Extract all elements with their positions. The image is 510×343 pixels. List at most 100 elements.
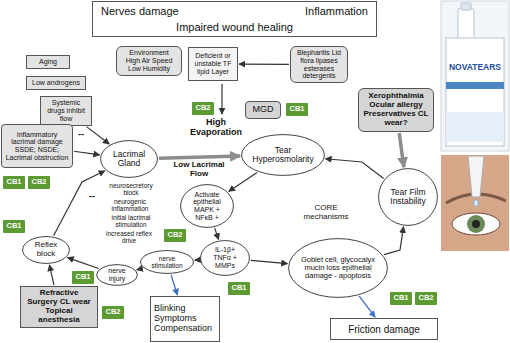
text-wrap: Inflammatory lacrimal damage SSDE; NSDE;… [5,131,69,162]
text-wrap: CB2 [192,104,214,112]
cb-tag: CB2 [28,176,50,189]
node-text: CB2 [164,231,186,239]
node-text: Reflex block [28,241,64,259]
text-wrap: Xerophthalmia Ocular allergy Preservativ… [362,92,430,127]
text-wrap: Reflex block [28,241,64,259]
connector-arrow [195,259,199,261]
connector-arrow [54,171,105,236]
process-box: Low androgens [26,76,86,90]
process-box: Xerophthalmia Ocular allergy Preservativ… [358,88,434,132]
text-wrap: Activate epithelial MAPK + NFκB + [186,191,227,222]
ellipse-node: Reflex block [22,236,70,264]
ellipse-outline [379,169,438,226]
text-wrap: CB2 [28,178,50,186]
node-text: CB1 [3,178,25,186]
text-wrap: Blepharitis Lid flora lipases esterases … [294,49,344,80]
ellipse-outline [289,239,388,298]
node-text: MGD [249,105,277,115]
annotation-text: High Evaporation [186,118,246,138]
annotation-text: neurogenic inflammation [100,198,160,212]
ellipse-outline [181,185,234,228]
connector-arrow [74,151,100,155]
dropper [468,156,484,197]
node-text: CB2 [102,308,124,316]
node-text: Deficient or unstable TF lipid Layer [192,52,234,75]
process-box: EnvironmentHigh Air Speed Low Humidity [116,46,182,76]
node-text: nerve injury [101,267,133,282]
connector-arrow [215,228,219,239]
text-wrap: CB1 [3,222,25,230]
text-wrap: Goblet cell, glycocalyx mucin loss epith… [300,256,376,281]
cb-tag: CB1 [286,103,308,116]
ellipse-outline [23,237,70,264]
node-text: CB1 [390,294,412,302]
cb-tag: CB2 [164,229,186,242]
bottle-cap [461,3,471,10]
ellipse-node: Tear Hyperosmolarity [241,134,325,176]
connector-arrow [159,156,240,158]
skin [441,155,509,251]
node-text: Friction damage [334,324,434,335]
node-text: CB1 [72,273,94,281]
text-wrap: CB2 [164,231,186,239]
eye-drop-photo [441,155,509,251]
node-text: Nerves damage [101,5,235,17]
text-wrap: IL-1β+ TNFα + MMPs [206,246,244,269]
text-wrap: Refractive Surgery CL wear Topical anest… [24,289,94,324]
cb-tag: CB1 [72,271,94,284]
annotation-text: -- [86,192,98,202]
ellipse-outline [97,265,138,286]
connectors [49,64,404,317]
ellipse-node: Tear Film Instability [378,168,438,226]
connector-arrow [239,64,289,65]
text-wrap: CB2 [415,294,437,302]
process-box: Nerves damageInflammationImpaired wound … [92,1,377,37]
text-wrap: Systemic drugs inhibit flow [44,99,88,122]
node-text: Impaired wound healing [101,21,368,33]
cb-tag: CB1 [3,220,25,233]
text-wrap: Low androgens [30,79,82,87]
cb-tag: CB1 [228,282,250,295]
ellipse-node: IL-1β+ TNFα + MMPs [200,240,250,276]
carton-panel [446,112,504,142]
connector-arrow [399,133,404,167]
node-text: Lacrimal Gland [107,150,151,169]
text-wrap: CB1 [72,273,94,281]
cb-tag: CB2 [102,306,124,319]
node-text: Blepharitis Lid flora lipases esterases … [294,49,344,80]
connector-arrow [359,296,375,317]
node-text: Xerophthalmia Ocular allergy Preservativ… [362,92,430,127]
node-text: IL-1β+ TNFα + MMPs [206,246,244,269]
text-wrap: Deficient or unstable TF lipid Layer [192,52,234,75]
cb-tag: CB2 [192,102,214,115]
connector-arrow [137,268,143,270]
product-name: NOVATEARS [446,63,504,72]
node-text: Inflammatory lacrimal damage SSDE; NSDE;… [5,131,69,162]
ellipse-outline [201,241,250,276]
ellipse-node: Goblet cell, glycocalyx mucin loss epith… [288,238,388,298]
text-wrap: CB1 [286,105,308,113]
connector-arrow [49,265,54,285]
node-text: High Air Speed Low Humidity [120,57,178,72]
eyedrop-product-photo [441,1,509,151]
text-wrap: Blinking Symptoms Compensation [154,304,216,334]
node-text: CB2 [28,178,50,186]
text-wrap: EnvironmentHigh Air Speed Low Humidity [120,49,178,72]
text-wrap: Lacrimal Gland [107,150,151,169]
process-box: Refractive Surgery CL wear Topical anest… [20,286,98,328]
annotation-text: increased reflex drive [100,230,158,244]
process-box: Inflammatory lacrimal damage SSDE; NSDE;… [1,124,73,168]
node-text: CB1 [3,222,25,230]
text-wrap: nerve injury [101,267,133,282]
annotation-text: Low Lacrimal Flow [168,161,230,179]
ellipse-outline [141,251,194,274]
text-wrap: CB1 [390,294,412,302]
process-box: Aging [26,55,70,69]
process-box: Friction damage [330,318,438,340]
annotation-text: neurosecretory block [104,182,158,196]
connector-arrow [86,127,109,144]
iris [467,215,485,233]
ellipse-node: Activate epithelial MAPK + NFκB + [180,184,234,228]
process-box: Deficient or unstable TF lipid Layer [188,47,238,81]
